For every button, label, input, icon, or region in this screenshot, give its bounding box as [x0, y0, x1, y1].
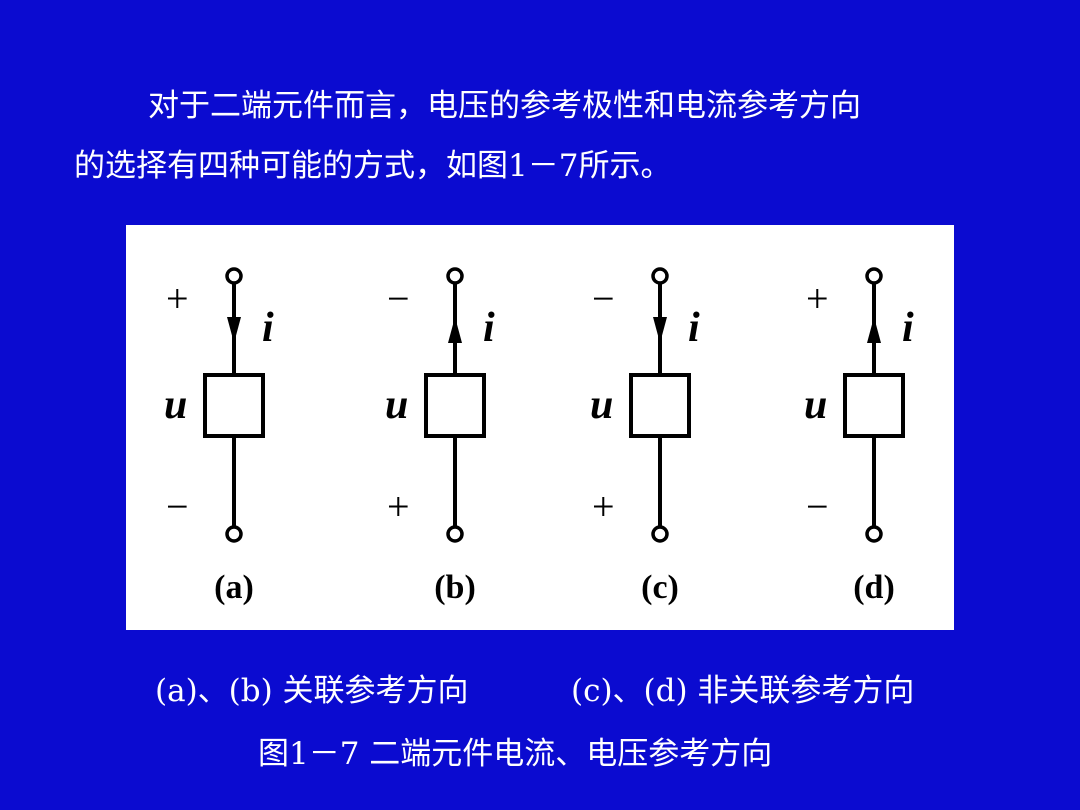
terminal-top	[865, 267, 883, 285]
terminal-bottom	[865, 525, 883, 543]
intro-line-1: 对于二端元件而言，电压的参考极性和电流参考方向	[148, 88, 861, 124]
element-d: i u + − (d)	[804, 267, 914, 606]
element-box	[203, 373, 265, 438]
figure-panel: i u + − (a) i u − + (b) i u	[126, 225, 954, 630]
two-terminal-diagram: i u + − (a) i u − + (b) i u	[164, 267, 914, 606]
terminal-bottom	[225, 525, 243, 543]
element-label: (b)	[434, 569, 476, 606]
bottom-sign: −	[166, 484, 189, 529]
element-label: (c)	[641, 569, 679, 606]
figure-title: 图1－7 二端元件电流、电压参考方向	[258, 736, 773, 772]
voltage-symbol: u	[385, 382, 408, 428]
voltage-symbol: u	[804, 382, 827, 428]
element-label: (d)	[853, 569, 895, 606]
voltage-symbol: u	[164, 382, 187, 428]
element-box	[629, 373, 691, 438]
terminal-bottom	[446, 525, 464, 543]
current-arrow-up	[867, 317, 881, 343]
terminal-top	[225, 267, 243, 285]
caption-non-associated: (c)、(d) 非关联参考方向	[571, 673, 915, 709]
current-arrow-up	[448, 317, 462, 343]
element-box	[843, 373, 905, 438]
element-label: (a)	[214, 569, 254, 606]
top-sign: −	[387, 276, 410, 321]
current-symbol: i	[483, 305, 495, 351]
top-sign: +	[166, 276, 189, 321]
terminal-top	[651, 267, 669, 285]
element-a: i u + − (a)	[164, 267, 274, 606]
terminal-top	[446, 267, 464, 285]
bottom-sign: +	[387, 484, 410, 529]
intro-line-2: 的选择有四种可能的方式，如图1－7所示。	[74, 148, 672, 184]
current-symbol: i	[262, 305, 274, 351]
caption-associated: (a)、(b) 关联参考方向	[155, 673, 469, 709]
current-symbol: i	[688, 305, 700, 351]
element-c: i u − + (c)	[590, 267, 700, 606]
top-sign: +	[806, 276, 829, 321]
current-arrow-down	[653, 317, 667, 343]
current-symbol: i	[902, 305, 914, 351]
element-b: i u − + (b)	[385, 267, 495, 606]
current-arrow-down	[227, 317, 241, 343]
terminal-bottom	[651, 525, 669, 543]
bottom-sign: +	[592, 484, 615, 529]
top-sign: −	[592, 276, 615, 321]
voltage-symbol: u	[590, 382, 613, 428]
element-box	[424, 373, 486, 438]
bottom-sign: −	[806, 484, 829, 529]
